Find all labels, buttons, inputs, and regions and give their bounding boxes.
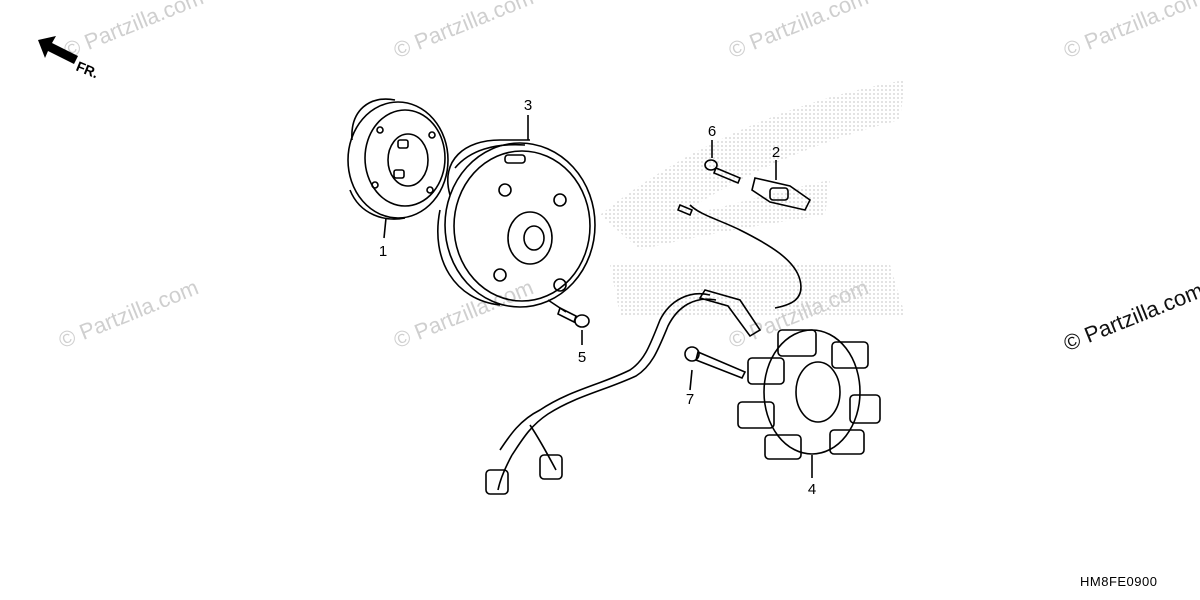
wire-harness [485,289,762,495]
callout-1: 1 [379,243,387,260]
callout-4: 4 [808,481,816,498]
starter-clutch-part-1 [347,98,449,239]
callout-5: 5 [578,349,586,366]
pulse-generator-part-2 [676,160,812,309]
callout-3: 3 [524,97,532,114]
wing-logo-background [600,80,905,315]
stator-part-4 [737,329,881,478]
bolt-part-5 [557,306,590,345]
front-direction-arrow-icon [38,36,78,64]
callout-2: 2 [772,144,780,161]
flywheel-part-3 [437,115,596,313]
diagram-code: HM8FE0900 [1080,574,1158,589]
callout-7: 7 [686,391,694,408]
bolt-part-6 [704,140,742,185]
callout-6: 6 [708,123,716,140]
bolt-part-7 [684,346,747,391]
